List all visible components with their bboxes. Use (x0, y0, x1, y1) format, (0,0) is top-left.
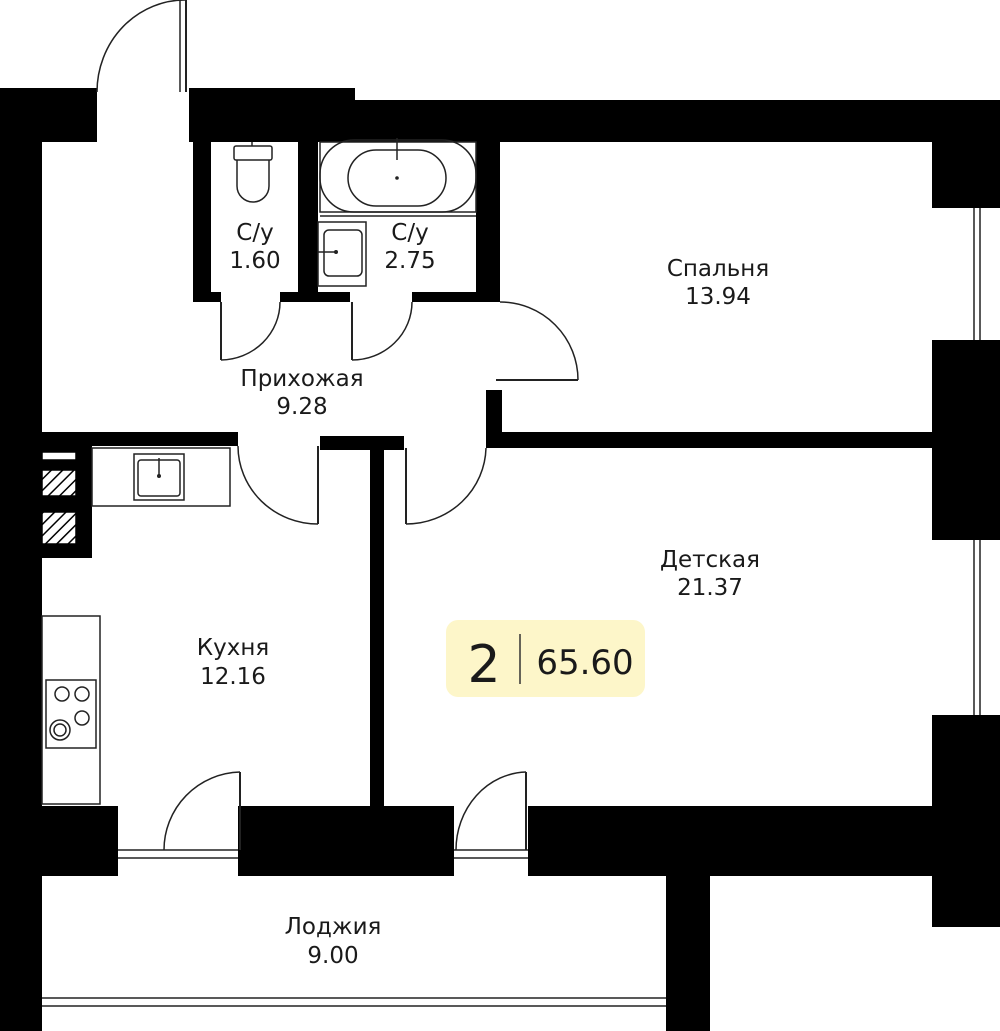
room-name-bedroom: Спальня (667, 256, 769, 282)
room-area-bedroom: 13.94 (685, 284, 751, 310)
room-name-kids: Детская (660, 547, 760, 573)
apartment-badge: 2 65.60 (446, 620, 645, 697)
doors (96, 0, 579, 851)
room-name-hallway: Прихожая (240, 366, 363, 392)
room-name-bathroom1: С/у (236, 220, 273, 246)
fixtures (41, 138, 477, 805)
room-area-bathroom1: 1.60 (229, 248, 280, 274)
sink-icon (317, 221, 367, 287)
room-name-kitchen: Кухня (197, 635, 269, 661)
room-area-loggia: 9.00 (307, 943, 358, 969)
room-area-bathroom2: 2.75 (384, 248, 435, 274)
room-area-kitchen: 12.16 (200, 664, 266, 690)
toilet-icon (233, 142, 273, 203)
stove-icon (41, 615, 101, 805)
room-labels: С/у 1.60 С/у 2.75 Спальня 13.94 Прихожая… (197, 220, 769, 969)
bathtub-icon (319, 138, 477, 217)
walls (0, 88, 1000, 1031)
room-area-hallway: 9.28 (276, 394, 327, 420)
rooms-count: 2 (467, 635, 500, 695)
room-area-kids: 21.37 (677, 575, 743, 601)
room-name-bathroom2: С/у (391, 220, 428, 246)
kitchen-sink-icon (91, 447, 231, 507)
room-name-loggia: Лоджия (285, 914, 382, 940)
total-area: 65.60 (536, 643, 633, 683)
